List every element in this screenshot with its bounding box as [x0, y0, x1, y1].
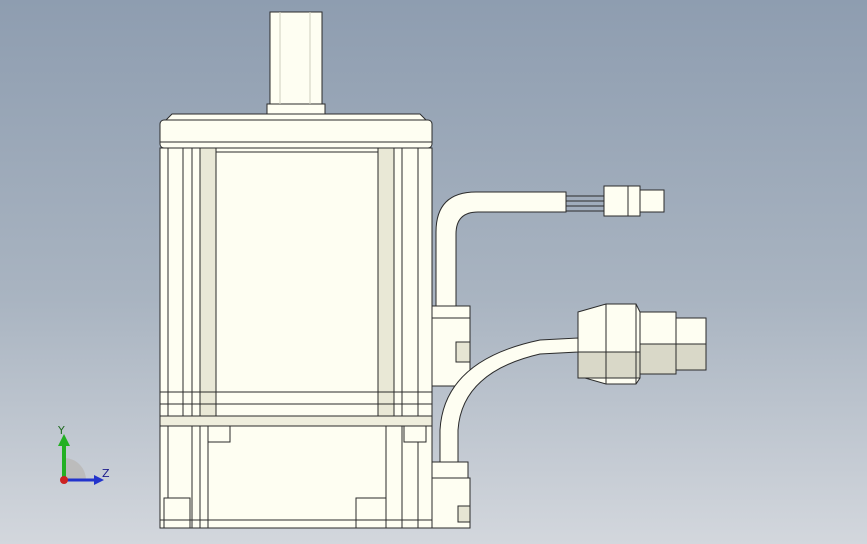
power-cable[interactable] — [431, 337, 579, 529]
rear-housing[interactable] — [159, 415, 433, 529]
reference-triad — [58, 434, 104, 485]
triad-z-label: Z — [102, 467, 110, 480]
x-axis-dot-icon — [60, 476, 68, 484]
triad-y-label: Y — [58, 424, 65, 437]
motor-shaft[interactable] — [266, 11, 326, 115]
motor-body[interactable] — [159, 147, 433, 417]
encoder-cable[interactable] — [435, 185, 665, 307]
y-axis-head-icon — [58, 434, 70, 446]
encoder-cable-bracket[interactable] — [431, 305, 471, 387]
triad-arc — [64, 458, 86, 480]
z-axis-head-icon — [94, 475, 104, 485]
power-connector[interactable] — [577, 303, 707, 385]
front-flange[interactable] — [159, 113, 433, 149]
